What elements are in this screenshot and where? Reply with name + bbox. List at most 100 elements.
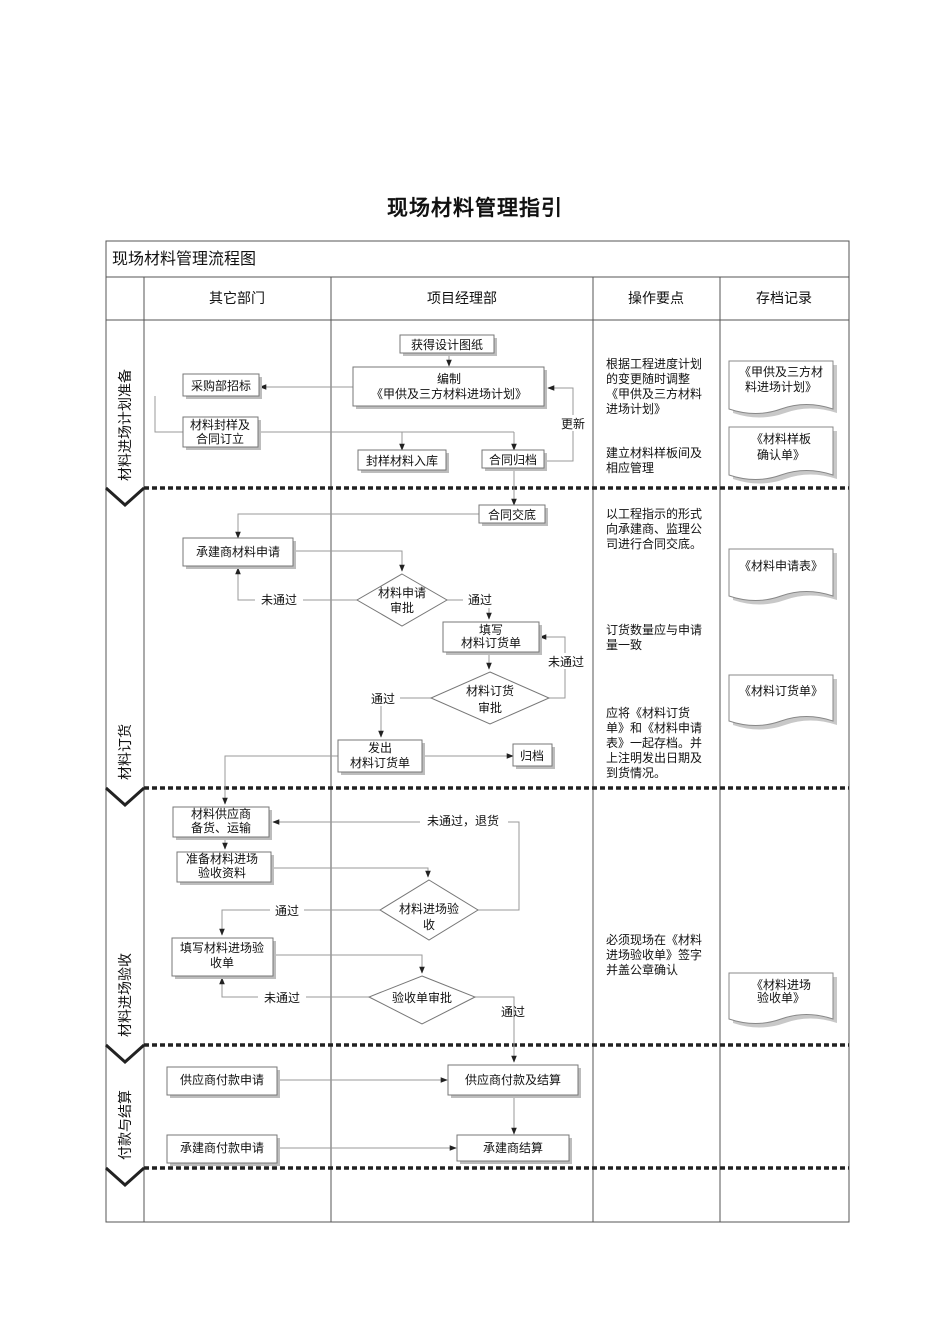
svg-text:填写材料进场验: 填写材料进场验 (180, 940, 264, 955)
svg-text:材料订货单: 材料订货单 (350, 755, 410, 770)
svg-text:订货数量应与申请: 订货数量应与申请 (606, 622, 702, 637)
box-sample-storage: 封样材料入库 (357, 449, 449, 473)
label-passed-2: 通过 (371, 692, 395, 706)
svg-text:《甲供及三方材料进场计划》: 《甲供及三方材料进场计划》 (371, 386, 527, 401)
label-passed-3: 通过 (275, 904, 299, 918)
svg-text:进场验收单》签字: 进场验收单》签字 (606, 947, 702, 962)
note-plan-adjust: 根据工程进度计划 的变更随时调整 《甲供及三方材料 进场计划》 (606, 356, 702, 416)
svg-text:承建商结算: 承建商结算 (483, 1140, 543, 1155)
label-not-passed-1: 未通过 (261, 593, 297, 607)
note-onsite-signature: 必须现场在《材料 进场验收单》签字 并盖公章确认 (606, 933, 702, 977)
column-header-archive-records: 存档记录 (756, 291, 812, 307)
svg-text:单》和《材料申请: 单》和《材料申请 (606, 721, 702, 735)
table-grid (105, 240, 850, 1223)
column-header-other-departments: 其它部门 (209, 290, 265, 307)
note-sample-room: 建立材料样板间及 相应管理 (606, 445, 702, 475)
svg-text:以工程指示的形式: 以工程指示的形式 (606, 506, 702, 521)
record-sample-confirmation: 《材料样板 确认单》 (728, 426, 837, 484)
box-contractor-settlement: 承建商结算 (456, 1134, 572, 1164)
svg-text:并盖公章确认: 并盖公章确认 (606, 962, 678, 977)
svg-text:承建商付款申请: 承建商付款申请 (180, 1140, 264, 1155)
svg-text:验收单审批: 验收单审批 (392, 990, 452, 1005)
svg-text:验收资料: 验收资料 (198, 865, 246, 880)
svg-text:根据工程进度计划: 根据工程进度计划 (606, 356, 702, 371)
svg-text:《材料进场: 《材料进场 (751, 978, 811, 992)
box-supplier-prepare: 材料供应商 备货、运输 (172, 806, 272, 840)
svg-text:材料申请: 材料申请 (378, 586, 426, 600)
svg-text:发出: 发出 (368, 740, 392, 755)
svg-text:合同归档: 合同归档 (489, 452, 537, 467)
label-not-passed-3: 未通过 (264, 991, 300, 1005)
box-prepare-acceptance-docs: 准备材料进场 验收资料 (176, 851, 274, 885)
svg-text:量一致: 量一致 (606, 638, 642, 652)
svg-text:收: 收 (423, 918, 435, 932)
record-order-form: 《材料订货单》 (728, 674, 837, 730)
svg-text:《甲供及三方材料: 《甲供及三方材料 (606, 386, 702, 401)
box-issue-order-form: 发出 材料订货单 (337, 739, 425, 775)
box-contractor-payment-application: 承建商付款申请 (166, 1134, 280, 1166)
svg-text:审批: 审批 (390, 600, 414, 615)
note-contract-handover: 以工程指示的形式 向承建商、监理公 司进行合同交底。 (606, 506, 702, 551)
lane-label-planning: 材料进场计划准备 (117, 369, 134, 481)
label-passed-1: 通过 (468, 593, 492, 607)
box-sample-and-contract: 材料封样及 合同订立 (182, 416, 261, 450)
svg-text:的变更随时调整: 的变更随时调整 (606, 371, 690, 386)
table-title: 现场材料管理流程图 (112, 249, 256, 268)
record-material-plan: 《甲供及三方材 料进场计划》 (728, 360, 837, 418)
svg-text:《材料样板: 《材料样板 (751, 431, 811, 446)
box-contractor-application: 承建商材料申请 (182, 537, 296, 569)
svg-text:司进行合同交底。: 司进行合同交底。 (606, 536, 702, 551)
svg-text:采购部招标: 采购部招标 (191, 378, 251, 393)
svg-text:材料订货单: 材料订货单 (461, 635, 521, 650)
svg-text:备货、运输: 备货、运输 (191, 820, 251, 835)
svg-text:应将《材料订货: 应将《材料订货 (606, 705, 690, 720)
svg-text:填写: 填写 (479, 623, 503, 637)
decision-order-review: 材料订货 审批 (429, 671, 551, 725)
svg-text:《材料申请表》: 《材料申请表》 (739, 559, 823, 573)
svg-text:《甲供及三方材: 《甲供及三方材 (739, 364, 823, 379)
box-supplier-payment-application: 供应商付款申请 (166, 1066, 280, 1098)
record-material-application: 《材料申请表》 (728, 548, 837, 605)
lane-label-acceptance: 材料进场验收 (118, 953, 134, 1037)
note-archive-together: 应将《材料订货 单》和《材料申请 表》一起存档。并 上注明发出日期及 到货情况。 (606, 705, 702, 780)
svg-text:验收单》: 验收单》 (757, 990, 805, 1005)
svg-text:合同订立: 合同订立 (196, 431, 244, 446)
label-passed-4: 通过 (501, 1005, 525, 1019)
svg-text:确认单》: 确认单》 (757, 448, 805, 462)
box-archive: 归档 (512, 743, 555, 769)
svg-text:编制: 编制 (437, 371, 461, 386)
document-title: 现场材料管理指引 (387, 196, 563, 220)
svg-text:收单: 收单 (210, 956, 234, 970)
box-contract-handover: 合同交底 (478, 504, 548, 526)
column-header-project-department: 项目经理部 (427, 291, 497, 307)
label-not-passed-2: 未通过 (548, 655, 584, 669)
box-get-drawings: 获得设计图纸 (399, 334, 497, 356)
decision-material-application-review: 材料申请 审批 (356, 573, 448, 627)
svg-text:材料订货: 材料订货 (466, 683, 514, 698)
svg-text:供应商付款及结算: 供应商付款及结算 (465, 1072, 561, 1087)
svg-text:向承建商、监理公: 向承建商、监理公 (606, 521, 702, 536)
connector-labels: 更新 未通过 通过 未通过 通过 未通过，退货 通过 未通过 通过 (255, 415, 590, 1019)
svg-text:料进场计划》: 料进场计划》 (745, 380, 817, 394)
svg-text:《材料订货单》: 《材料订货单》 (739, 683, 823, 698)
box-fill-order-form: 填写 材料订货单 (442, 621, 542, 655)
svg-text:材料进场验: 材料进场验 (399, 901, 459, 916)
svg-text:建立材料样板间及: 建立材料样板间及 (606, 445, 702, 460)
svg-text:合同交底: 合同交底 (488, 507, 536, 522)
box-fill-acceptance-form: 填写材料进场验 收单 (171, 937, 276, 979)
svg-text:材料供应商: 材料供应商 (191, 806, 251, 821)
record-acceptance-form: 《材料进场 验收单》 (728, 972, 837, 1028)
svg-text:进场计划》: 进场计划》 (606, 402, 666, 416)
label-update: 更新 (561, 416, 585, 431)
decision-entry-acceptance: 材料进场验 收 (379, 879, 479, 941)
box-compile-plan: 编制 《甲供及三方材料进场计划》 (352, 366, 547, 409)
svg-text:获得设计图纸: 获得设计图纸 (411, 337, 483, 352)
svg-text:材料封样及: 材料封样及 (190, 417, 250, 432)
box-purchasing-tender: 采购部招标 (182, 373, 262, 399)
note-order-quantity: 订货数量应与申请 量一致 (606, 622, 702, 652)
svg-text:封样材料入库: 封样材料入库 (366, 453, 438, 468)
svg-text:必须现场在《材料: 必须现场在《材料 (606, 933, 702, 947)
svg-text:供应商付款申请: 供应商付款申请 (180, 1072, 264, 1087)
decision-form-review: 验收单审批 (367, 975, 477, 1025)
